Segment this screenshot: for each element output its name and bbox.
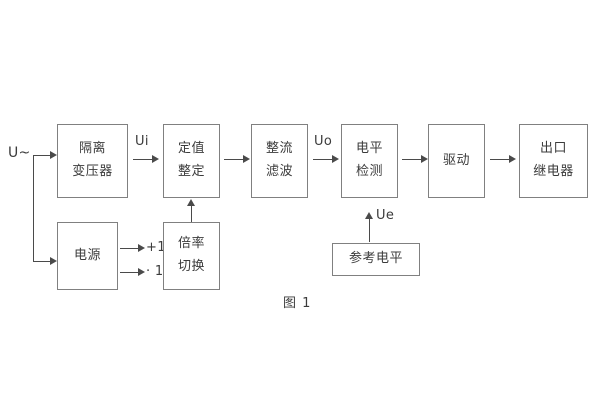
arrow-setting-to-rectify-icon	[243, 155, 250, 163]
block-reference-level-line-1: 参考电平	[348, 251, 403, 267]
line-isolation-to-setting	[133, 159, 155, 160]
arrow-source-to-isolation-icon	[50, 151, 57, 159]
signal-label-uo: Uo	[314, 134, 333, 149]
line-power-neg12v	[120, 272, 140, 273]
line-power-pos12v	[120, 248, 140, 249]
line-setting-to-rectify	[224, 159, 246, 160]
arrow-reference-to-level-icon	[365, 212, 373, 219]
block-driver[interactable]: 驱动	[428, 124, 485, 198]
block-multiplier-switch[interactable]: 倍率 切换	[163, 222, 220, 290]
block-power-supply-line-1: 电源	[73, 247, 101, 263]
block-setting-value-line-1: 定值	[177, 141, 205, 157]
arrow-level-to-driver-icon	[421, 155, 428, 163]
block-power-supply[interactable]: 电源	[57, 222, 118, 290]
source-label-u: U~	[8, 145, 31, 161]
line-rectify-to-level	[313, 159, 335, 160]
line-level-to-driver	[402, 159, 424, 160]
signal-label-ue: Ue	[376, 208, 395, 223]
figure-caption: 图 1	[283, 296, 312, 311]
arrow-source-to-power-icon	[50, 257, 57, 265]
block-output-relay[interactable]: 出口 继电器	[519, 124, 588, 198]
arrow-rectify-to-level-icon	[332, 155, 339, 163]
source-to-power-line	[33, 261, 55, 262]
arrow-power-neg12v-icon	[138, 268, 145, 276]
block-output-relay-line-1: 出口	[539, 141, 567, 157]
signal-label-ui: Ui	[135, 134, 149, 149]
arrow-driver-to-relay-icon	[509, 155, 516, 163]
arrow-power-pos12v-icon	[138, 244, 145, 252]
source-branch-vertical-line	[33, 155, 34, 262]
block-multiplier-switch-line-2: 切换	[177, 259, 205, 274]
block-rectify-filter-line-2: 滤波	[265, 164, 293, 179]
block-level-detection-line-2: 检测	[355, 164, 383, 179]
line-multiplier-to-setting	[191, 205, 192, 222]
block-level-detection[interactable]: 电平 检测	[341, 124, 398, 198]
block-reference-level[interactable]: 参考电平	[332, 243, 420, 276]
block-isolation-transformer-line-2: 变压器	[72, 164, 113, 179]
block-isolation-transformer-line-1: 隔离	[78, 141, 106, 157]
block-isolation-transformer[interactable]: 隔离 变压器	[57, 124, 128, 198]
block-rectify-filter[interactable]: 整流 滤波	[251, 124, 308, 198]
block-setting-value[interactable]: 定值 整定	[163, 124, 220, 198]
block-setting-value-line-2: 整定	[177, 164, 205, 179]
block-rectify-filter-line-1: 整流	[265, 141, 293, 157]
line-driver-to-relay	[490, 159, 512, 160]
line-reference-to-level	[369, 218, 370, 242]
block-multiplier-switch-line-1: 倍率	[177, 236, 205, 252]
block-level-detection-line-1: 电平	[355, 141, 383, 157]
arrow-isolation-to-setting-icon	[152, 155, 159, 163]
arrow-multiplier-to-setting-icon	[187, 199, 195, 206]
block-output-relay-line-2: 继电器	[533, 164, 574, 179]
block-driver-line-1: 驱动	[442, 152, 470, 168]
source-stub-line	[33, 155, 55, 156]
